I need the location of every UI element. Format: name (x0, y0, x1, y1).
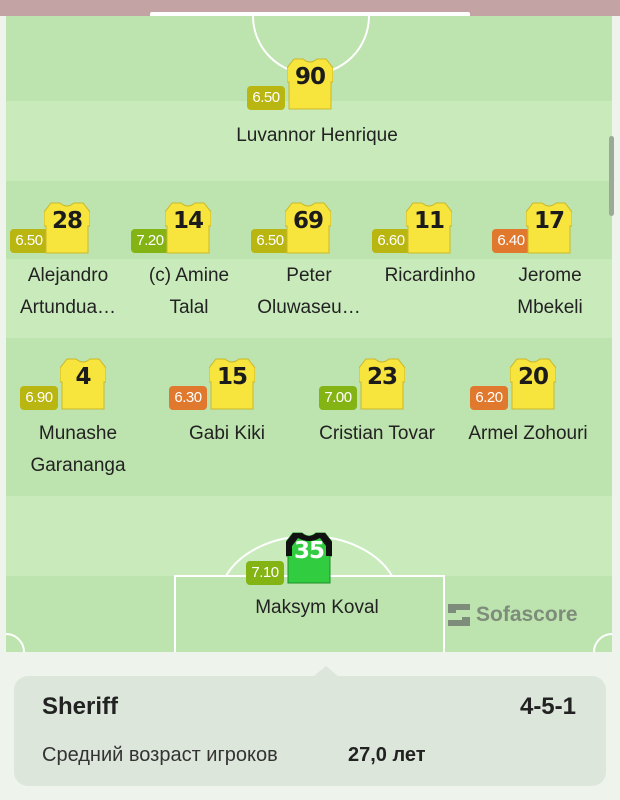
player-shirt: 4 (60, 358, 106, 410)
average-age-value: 27,0 лет (348, 744, 426, 766)
shirt-icon (165, 202, 211, 254)
player-name-line1: Armel Zohouri (468, 423, 588, 444)
shirt-number: 15 (216, 364, 248, 390)
shirt-icon (286, 532, 332, 584)
pitch-stripe (6, 338, 612, 496)
sofascore-logo: Sofascore (448, 603, 578, 627)
shirt-icon (209, 358, 255, 410)
scrollbar[interactable] (609, 136, 614, 216)
shirt-icon (285, 202, 331, 254)
shirt-number: 14 (172, 208, 204, 234)
shirt-icon (359, 358, 405, 410)
team-name: Sheriff (42, 693, 119, 720)
shirt-number: 69 (292, 208, 324, 234)
player-rating-badge: 6.40 (492, 229, 530, 253)
player-rating-badge: 7.00 (319, 386, 357, 410)
player-shirt: 15 (209, 358, 255, 410)
player-rating-badge: 7.20 (131, 229, 169, 253)
player-name-line1: Ricardinho (384, 265, 476, 286)
player-name: Luvannor Henrique (236, 125, 398, 146)
pitch-stripe (6, 576, 612, 652)
shirt-number: 20 (517, 364, 549, 390)
player-name-line2: Talal (169, 297, 209, 318)
player-rating-badge: 6.50 (247, 86, 285, 110)
team-info-card: Sheriff 4-5-1 Средний возраст игроков 27… (14, 666, 606, 786)
shirt-number: 28 (51, 208, 83, 234)
shirt-icon (287, 58, 333, 110)
player-name-line1: Peter (286, 265, 332, 286)
player-name-line2: Artundua… (19, 297, 117, 318)
shirt-icon (526, 202, 572, 254)
player-rating-badge: 6.30 (169, 386, 207, 410)
player-name-line2: Mbekeli (517, 297, 583, 318)
card-pointer (314, 666, 338, 676)
player-name-line1: (c) Amine (148, 265, 230, 286)
player-shirt: 28 (44, 202, 90, 254)
player-rating-badge: 6.60 (372, 229, 410, 253)
player-rating-badge: 7.10 (246, 561, 284, 585)
goalkeeper-shirt: 35 (286, 532, 332, 584)
player-name-line1: Munashe (38, 423, 118, 444)
player-rating-badge: 6.50 (251, 229, 289, 253)
player-shirt: 23 (359, 358, 405, 410)
shirt-number: 35 (293, 538, 325, 564)
shirt-icon (60, 358, 106, 410)
lineup-pitch: 6.50 90 Luvannor Henrique 6.50 28 Alejan… (6, 16, 612, 652)
player-shirt: 69 (285, 202, 331, 254)
player-rating-badge: 6.90 (20, 386, 58, 410)
player-name-line2: Oluwaseu… (257, 297, 361, 318)
top-bar (0, 0, 620, 17)
sofascore-logo-text: Sofascore (476, 603, 578, 626)
shirt-icon (406, 202, 452, 254)
shirt-number: 17 (533, 208, 565, 234)
player-shirt: 11 (406, 202, 452, 254)
shirt-number: 23 (366, 364, 398, 390)
sheet-grabber-handle[interactable] (150, 12, 470, 17)
player-shirt: 14 (165, 202, 211, 254)
average-age-label: Средний возраст игроков (42, 744, 278, 766)
player-shirt: 17 (526, 202, 572, 254)
player-name-line2: Garananga (30, 455, 126, 476)
shirt-icon (44, 202, 90, 254)
player-name-line1: Jerome (518, 265, 582, 286)
player-name: Maksym Koval (255, 597, 379, 618)
player-name-line1: Gabi Kiki (188, 423, 266, 444)
sofascore-logo-icon (448, 604, 470, 626)
player-name-line1: Alejandro (27, 265, 109, 286)
player-rating-badge: 6.20 (470, 386, 508, 410)
player-rating-badge: 6.50 (10, 229, 48, 253)
shirt-icon (510, 358, 556, 410)
team-formation: 4-5-1 (519, 693, 576, 720)
shirt-number: 4 (75, 364, 91, 390)
player-shirt: 90 (287, 58, 333, 110)
player-name-line1: Cristian Tovar (319, 423, 435, 444)
shirt-number: 11 (413, 208, 445, 234)
shirt-number: 90 (294, 64, 326, 90)
player-shirt: 20 (510, 358, 556, 410)
